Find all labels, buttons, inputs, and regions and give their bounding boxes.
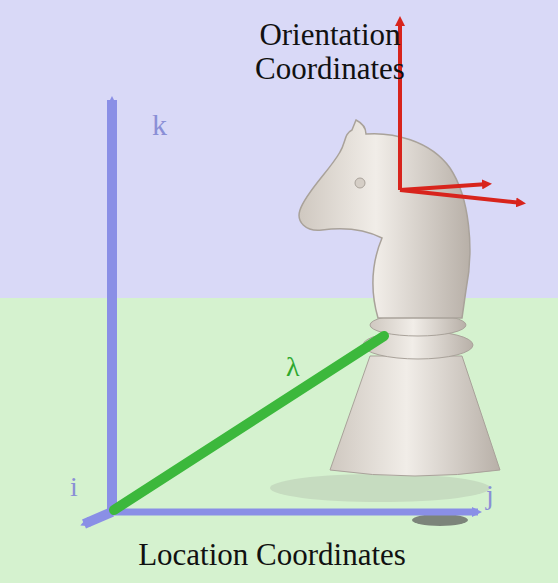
shadow <box>412 514 468 526</box>
knight-eye <box>355 178 365 188</box>
j-axis <box>112 509 478 516</box>
orientation-axis <box>400 190 522 203</box>
i-axis <box>84 512 112 524</box>
position-vector <box>114 336 384 510</box>
heading-label: Orientation Coordinates <box>235 18 425 86</box>
shadow <box>270 474 490 502</box>
caption-label: Location Coordinates <box>138 538 406 572</box>
axis-label: j <box>486 480 494 511</box>
sky <box>0 0 558 298</box>
knight-head <box>299 120 470 318</box>
knight-base <box>330 356 500 476</box>
axis-label: k <box>152 108 167 141</box>
k-axis <box>107 100 117 512</box>
vector-label: λ <box>286 352 300 383</box>
axis-label: i <box>70 472 78 503</box>
ground <box>0 298 558 583</box>
orientation-axis <box>400 184 488 190</box>
